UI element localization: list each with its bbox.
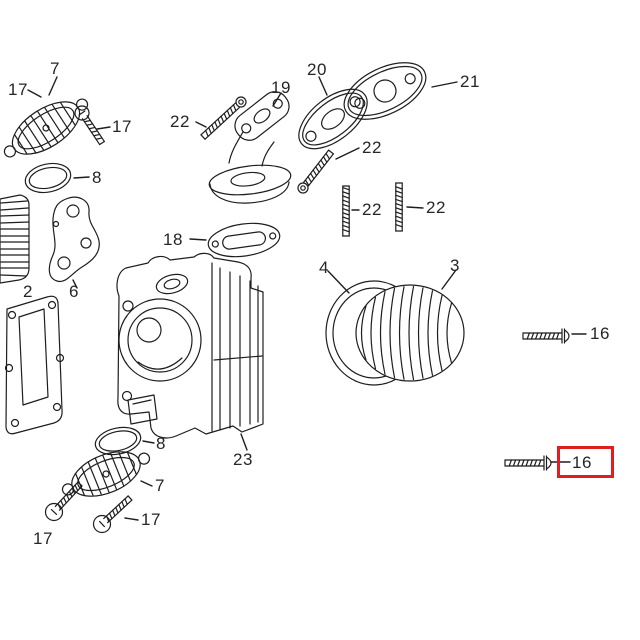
part-16-screw-upper	[522, 328, 570, 344]
part-label-8-top[interactable]: 8	[92, 168, 102, 187]
part-22-screw-2	[297, 149, 334, 194]
part-label-7-bottom[interactable]: 7	[155, 476, 165, 495]
part-label-18[interactable]: 18	[163, 230, 183, 249]
part-2-plate	[4, 295, 65, 435]
part-label-8-bottom[interactable]: 8	[156, 434, 166, 453]
part-23-cylinder-head	[116, 252, 264, 439]
part-label-17-top-left[interactable]: 17	[8, 80, 28, 99]
part-label-17-top-bolt[interactable]: 17	[112, 117, 132, 136]
part-3-fins	[360, 285, 453, 381]
part-label-22-screw-1[interactable]: 22	[170, 112, 190, 131]
part-6-bracket	[48, 196, 100, 283]
part-label-7-top[interactable]: 7	[50, 59, 60, 78]
part-label-17-bottom-left[interactable]: 17	[33, 529, 53, 548]
highlight-box-part-16	[557, 446, 614, 478]
part-22-stud-2	[395, 182, 403, 232]
part-17-bolt-bottom-mid	[92, 495, 133, 534]
part-label-20[interactable]: 20	[307, 60, 327, 79]
part-8-oring-top	[24, 162, 72, 194]
part-label-22-stud-1[interactable]: 22	[362, 200, 382, 219]
part-label-16-upper[interactable]: 16	[590, 324, 610, 343]
part-20-flange	[298, 88, 368, 150]
part-18-gasket	[207, 222, 281, 258]
part-17-bolt-bottom-left	[44, 481, 83, 522]
part-label-22-screw-2[interactable]: 22	[362, 138, 382, 157]
part-label-6[interactable]: 6	[69, 282, 79, 301]
part-19-intake-elbow	[208, 91, 292, 204]
part-label-2[interactable]: 2	[23, 282, 33, 301]
part-label-3[interactable]: 3	[450, 256, 460, 275]
part-label-17-bottom-mid[interactable]: 17	[141, 510, 161, 529]
part-label-19[interactable]: 19	[271, 78, 291, 97]
part-label-22-stud-2[interactable]: 22	[426, 198, 446, 217]
part-label-4[interactable]: 4	[319, 258, 329, 277]
part-label-16-highlighted[interactable]: 16	[572, 453, 592, 472]
part-22-stud-1	[342, 185, 350, 237]
part-3-finned-insert	[355, 284, 465, 382]
part-8-oring-bottom	[94, 426, 142, 456]
part-2-side-block	[0, 194, 30, 284]
part-16-screw-lower	[504, 455, 552, 471]
part-17-bolt-top	[74, 105, 105, 146]
part-label-21[interactable]: 21	[460, 72, 480, 91]
part-label-23[interactable]: 23	[233, 450, 253, 469]
part-22-screw-1	[200, 96, 247, 140]
part-21-flange	[343, 62, 427, 120]
part-7-bottom-cover	[61, 451, 151, 497]
